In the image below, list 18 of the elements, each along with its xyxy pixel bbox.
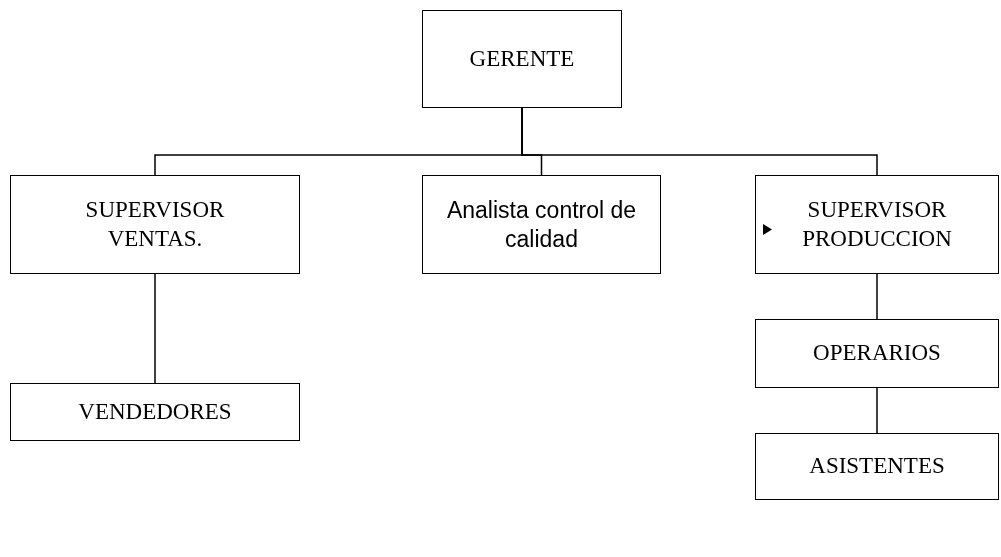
connector-line	[154, 273, 156, 384]
box-label: OPERARIOS	[813, 339, 941, 368]
org-box	[755, 433, 999, 500]
box-label: SUPERVISOR PRODUCCION	[801, 195, 953, 253]
box-label: SUPERVISOR VENTAS.	[84, 195, 226, 253]
org-box	[755, 175, 999, 274]
connector-line	[876, 273, 878, 320]
box-label: ASISTENTES	[809, 452, 945, 481]
org-box	[422, 175, 661, 274]
org-box	[10, 383, 300, 441]
org-box	[755, 319, 999, 388]
org-box	[422, 10, 622, 108]
box-label: VENDEDORES	[78, 397, 232, 426]
connector-line	[876, 387, 878, 434]
org-box	[10, 175, 300, 274]
box-label: GERENTE	[469, 44, 575, 73]
box-label: Analista control de calidad	[445, 195, 638, 254]
connector-line	[521, 107, 878, 176]
